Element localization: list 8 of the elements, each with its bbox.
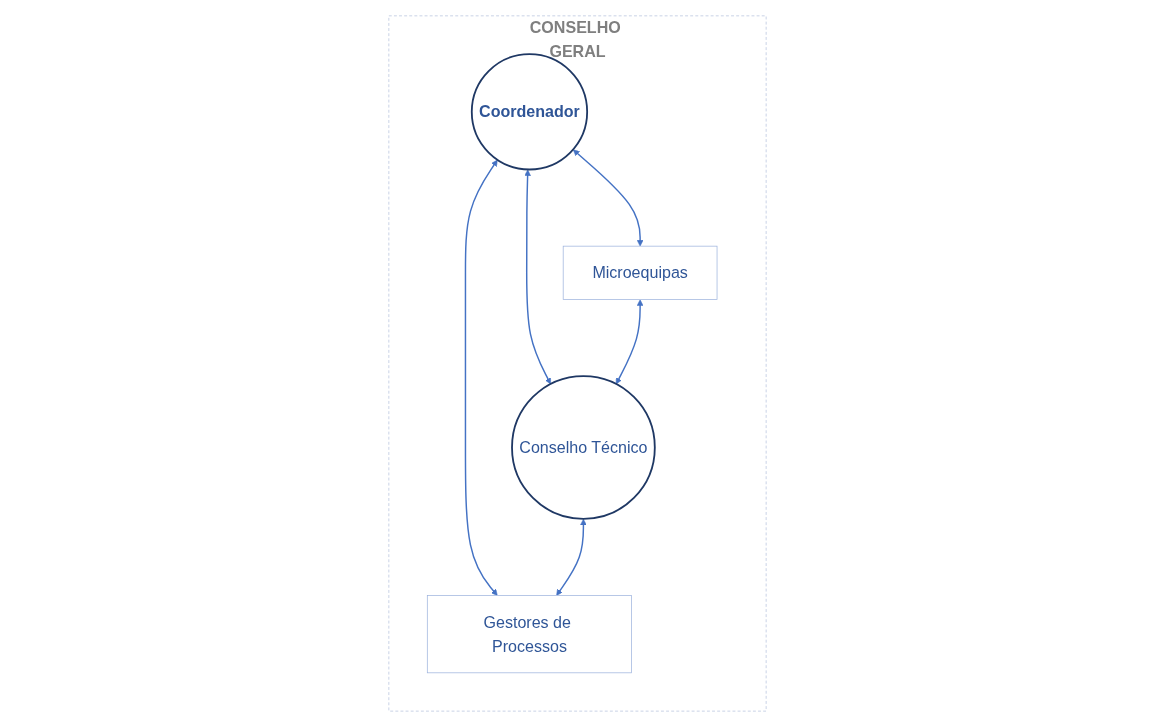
arrow (572, 149, 643, 247)
arrow (555, 518, 587, 596)
node-box: Gestores de Processos (426, 595, 632, 674)
node-box: Microequipas (562, 245, 717, 300)
arrow (615, 299, 643, 385)
arrow (523, 169, 551, 385)
arrow (464, 159, 498, 596)
node-circle: Conselho Técnico (510, 375, 656, 520)
